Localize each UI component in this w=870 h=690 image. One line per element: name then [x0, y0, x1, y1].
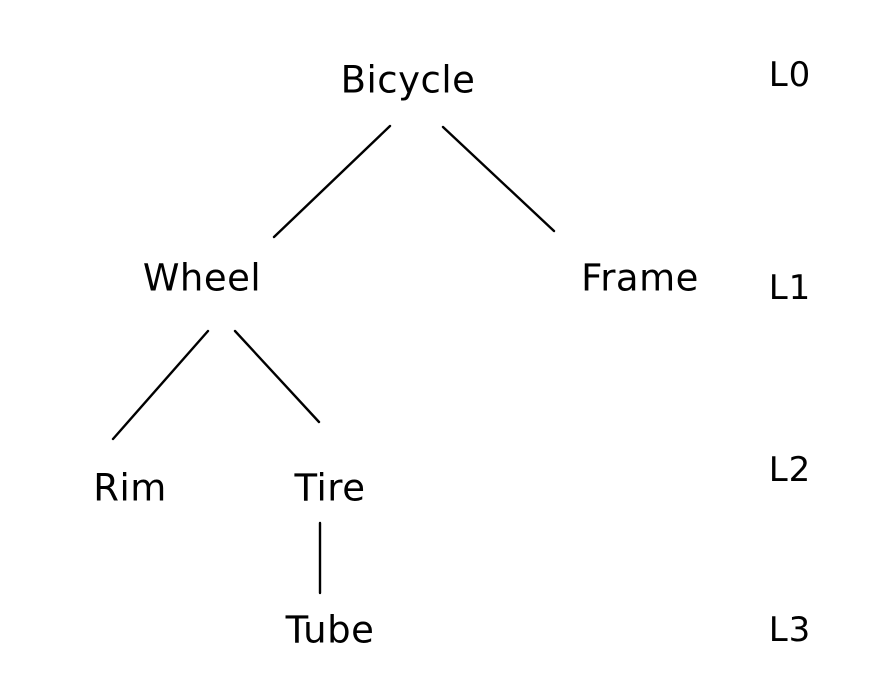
edge-bicycle-to-frame [441, 125, 556, 233]
node-wheel[interactable]: Wheel [142, 256, 262, 300]
node-frame[interactable]: Frame [581, 256, 699, 300]
level-label-l0: L0 [768, 55, 812, 95]
node-rim[interactable]: Rim [93, 466, 167, 510]
edge-wheel-to-rim [111, 329, 210, 441]
edge-group [111, 124, 556, 595]
node-tire[interactable]: Tire [294, 466, 366, 510]
level-label-l2: L2 [768, 450, 812, 490]
node-bicycle[interactable]: Bicycle [340, 58, 476, 102]
node-tube[interactable]: Tube [285, 608, 375, 652]
level-label-l1: L1 [768, 268, 812, 308]
level-label-l3: L3 [768, 610, 812, 650]
edge-wheel-to-tire [233, 329, 321, 424]
edge-bicycle-to-wheel [272, 124, 392, 239]
